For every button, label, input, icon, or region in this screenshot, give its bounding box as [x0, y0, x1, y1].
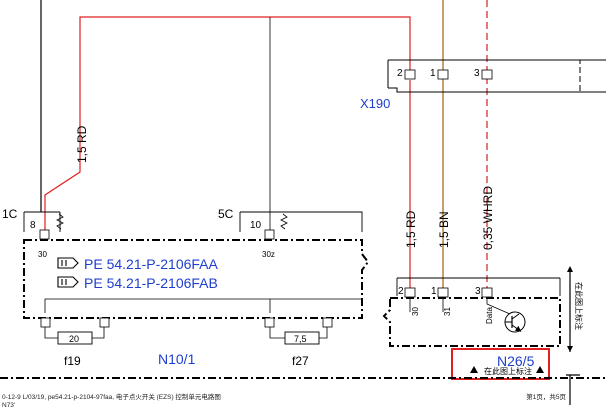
up-arrow-icon: [536, 366, 544, 373]
footer-document-line: 0-12-9 L/03/19, pe54.21-p-2104-97faa, 电子…: [2, 394, 221, 401]
reference-link-2[interactable]: PE 54.21-P-2106FAB: [84, 275, 218, 291]
hand-pointer-icon: [57, 257, 79, 269]
n26-pin-3-sub: Data: [485, 307, 494, 324]
x190-pin-1: 1: [430, 68, 436, 79]
resistor-pin8: [56, 213, 64, 230]
footer-page-number: 第1页，共5页: [526, 394, 566, 401]
fuse-f27: [284, 331, 320, 345]
footer: 0-12-9 L/03/19, pe54.21-p-2104-97faa, 电子…: [0, 393, 606, 415]
n26-5-label: N26/5: [497, 353, 535, 369]
transistor-icon: [504, 311, 526, 333]
n26-pin-2: 2: [398, 286, 404, 297]
n10-pin-8-sub: 30: [38, 250, 47, 259]
x190-label: X190: [360, 96, 390, 111]
n26-5-module-body: [382, 297, 561, 347]
n10-pin-8-socket: [39, 229, 50, 240]
fuse-f19: [57, 331, 93, 345]
n10-1-module-outline: [23, 239, 370, 319]
n10-bottom-pins: [40, 317, 333, 328]
fuse-f19-label: f19: [64, 354, 81, 368]
n26-triangle-top: [567, 266, 573, 272]
hand-pointer-icon: [57, 276, 79, 288]
wire-label-red-right: 1,5 RD: [404, 210, 418, 248]
n10-1-label: N10/1: [158, 351, 196, 367]
wire-label-red-left: 1,5 RD: [75, 125, 89, 163]
wire-label-brown: 1,5 BN: [437, 211, 451, 248]
x190-pins: [404, 69, 493, 80]
terminal-5c: 5C: [218, 207, 234, 221]
n10-pin-10-socket: [264, 229, 275, 240]
fuse-f27-value: 7,5: [294, 334, 307, 344]
up-arrow-icon: [470, 366, 478, 373]
n10-pin10-box: [239, 211, 363, 232]
terminal-1c: 1C: [2, 207, 18, 221]
reference-link-1[interactable]: PE 54.21-P-2106FAA: [84, 256, 219, 272]
wire-label-white-red: 0,35 WHRD: [481, 186, 495, 250]
n26-side-annotation: 在此图上标注: [574, 282, 584, 330]
fuse-f19-value: 20: [69, 334, 79, 344]
n10-pin-8: 8: [30, 220, 36, 231]
x190-connector-outline: [387, 59, 606, 93]
n10-internal-bus: [44, 298, 362, 313]
fuse-f27-label: f27: [292, 354, 309, 368]
x190-pin-3: 3: [474, 68, 480, 79]
n26-pin-3: 3: [475, 286, 481, 297]
n26-triangle-bottom: [567, 346, 573, 352]
x190-connector-right-dash: [560, 59, 581, 92]
resistor-pin10: [280, 213, 288, 230]
footer-code: N73': [2, 402, 16, 409]
n26-5-module-outline: [396, 277, 561, 296]
n26-5-box-text: 在此图上标注: [484, 366, 532, 376]
x190-pin-2: 2: [397, 68, 403, 79]
n10-pin-10-sub: 30z: [262, 250, 275, 259]
n26-pin-1-sub: 31: [443, 307, 452, 316]
n10-pin-10: 10: [250, 220, 262, 231]
n26-pin-2-sub: 30: [411, 307, 420, 316]
page-right-corner: [566, 374, 580, 405]
wire-red-main: [44, 16, 411, 232]
n26-internal-wires: [409, 297, 511, 315]
n26-pin-1: 1: [431, 286, 437, 297]
fuse-f19-wiring: [44, 327, 105, 339]
fuse-f27-wiring: [269, 327, 328, 339]
